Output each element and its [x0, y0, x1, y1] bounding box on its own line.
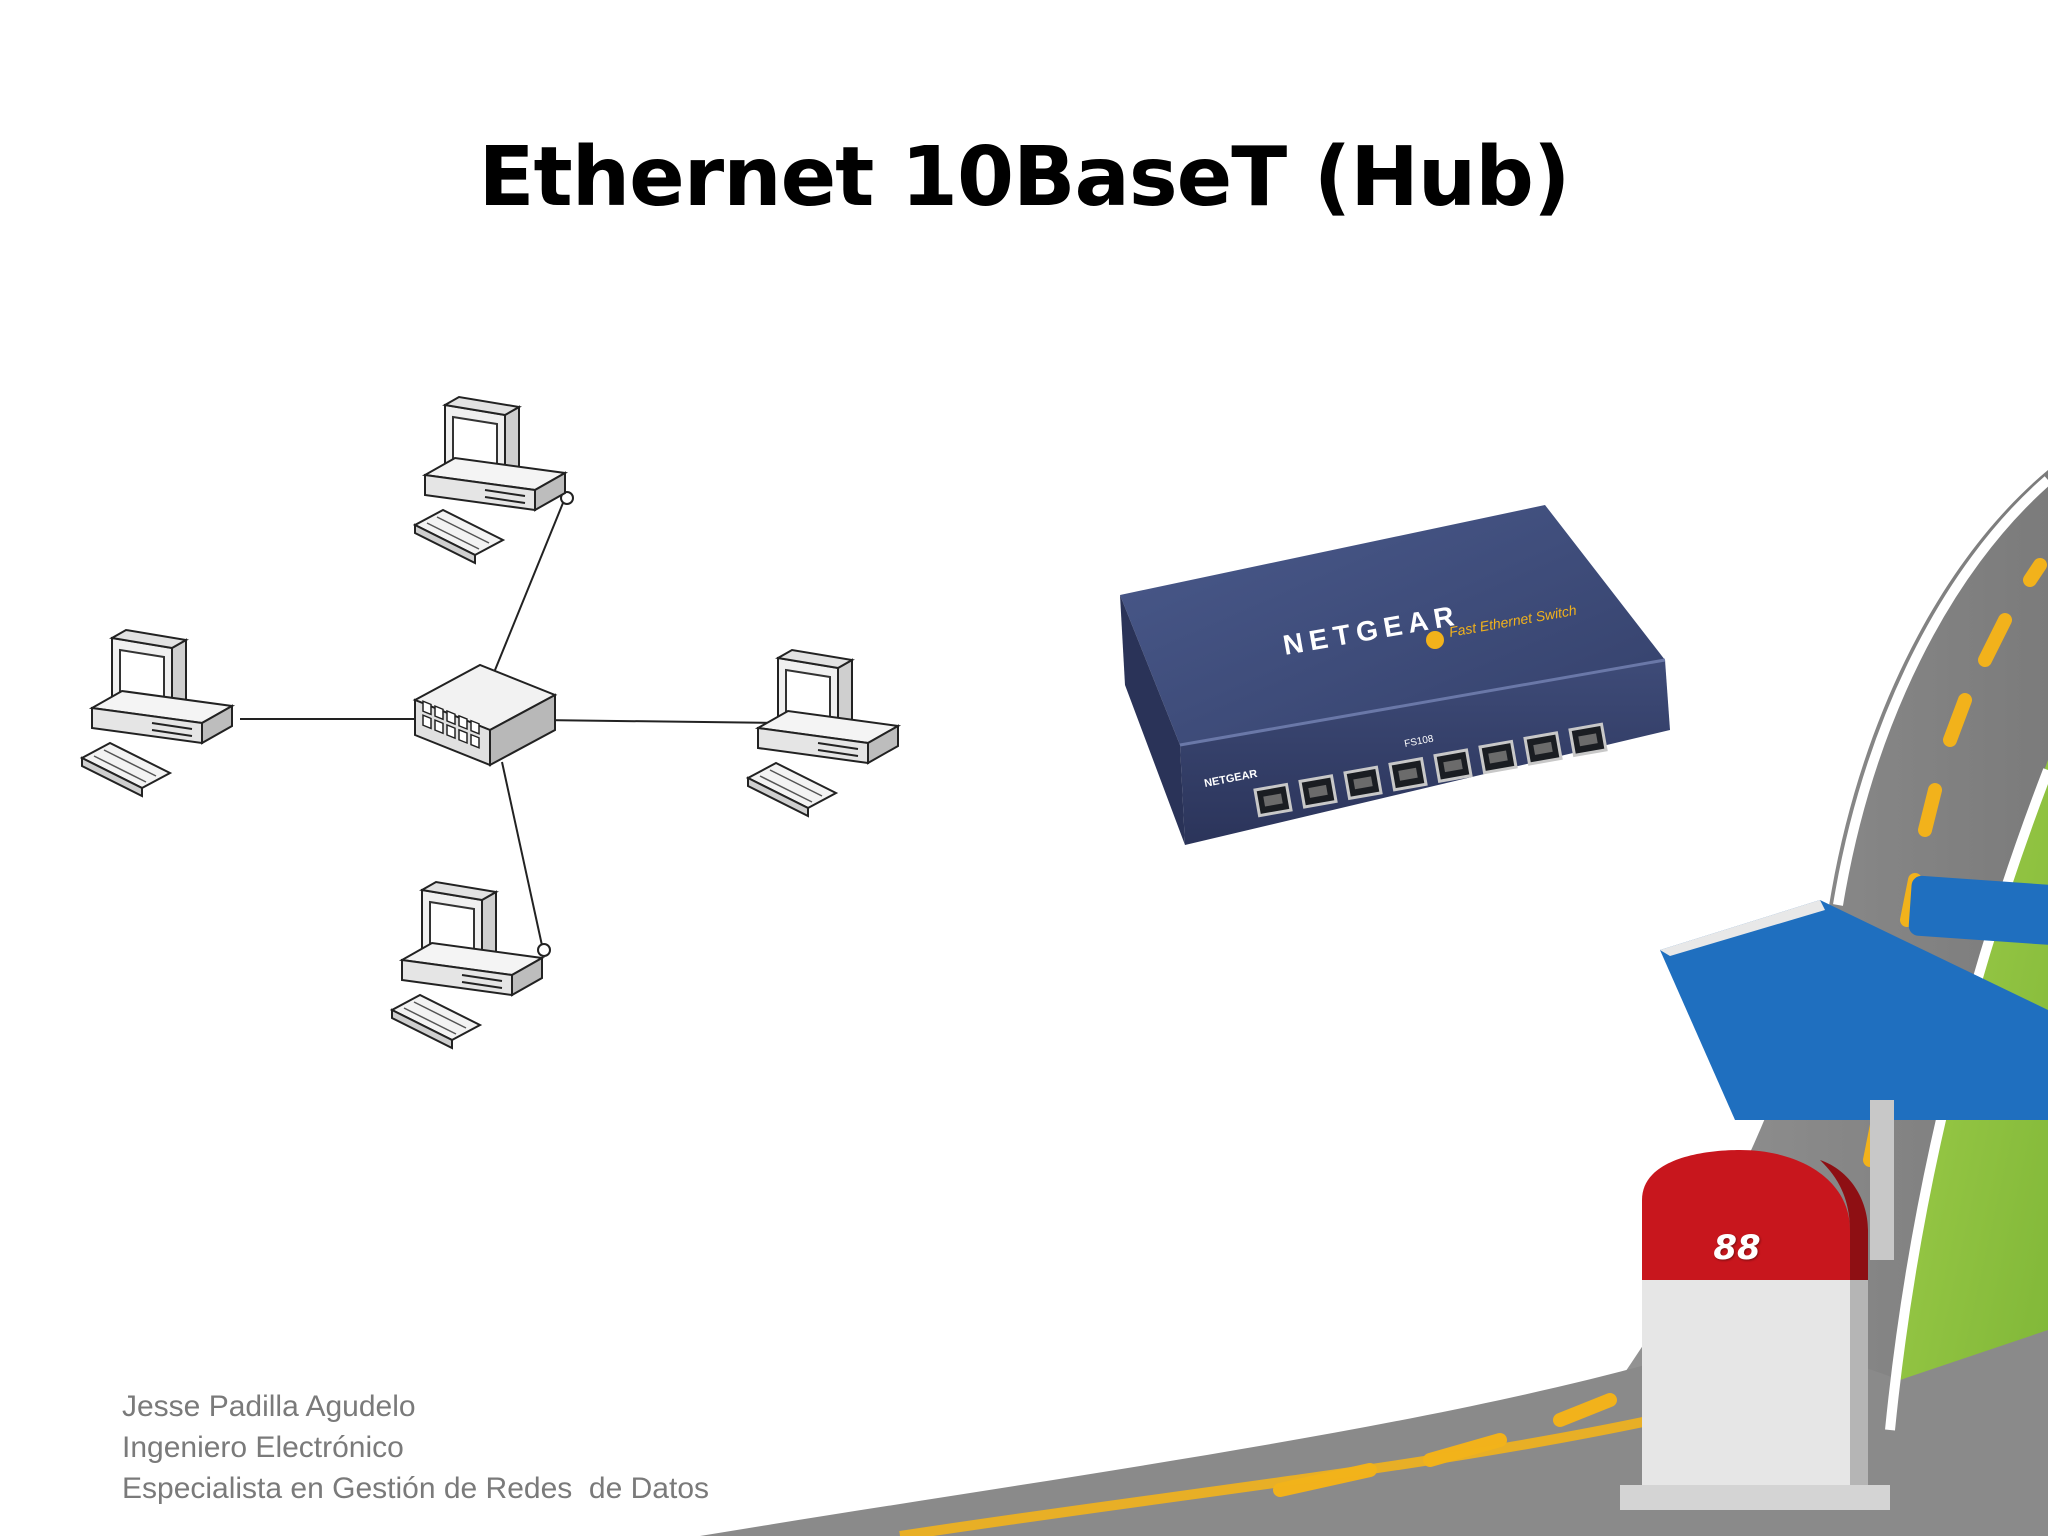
switch-port-contacts: [1398, 767, 1418, 781]
slide-title: Ethernet 10BaseT (Hub): [478, 130, 1571, 225]
switch-ports: [1253, 722, 1608, 818]
computer-icon: [81, 629, 233, 797]
computer-icon: [747, 649, 899, 817]
switch-port-contacts: [1308, 784, 1328, 798]
computer-icon: [414, 396, 566, 564]
hub-icon: [412, 663, 558, 767]
author-info: Jesse Padilla Agudelo Ingeniero Electrón…: [122, 1386, 709, 1509]
author-specialty: Especialista en Gestión de Redes de Dato…: [122, 1472, 710, 1505]
milestone-marker: [1620, 1150, 1890, 1510]
switch-port-contacts: [1578, 733, 1598, 747]
star-topology-diagram: [81, 396, 899, 1049]
switch-port-contacts: [1263, 793, 1283, 807]
switch-port-contacts: [1533, 741, 1553, 755]
link-top: [492, 497, 566, 676]
network-switch-photo: NETGEAR Fast Ethernet Switch NETGEAR FS1…: [1120, 505, 1670, 845]
page-number: 88: [1713, 1228, 1761, 1268]
road-sign: [1660, 875, 2048, 1260]
switch-port-contacts: [1353, 776, 1373, 790]
author-name: Jesse Padilla Agudelo: [122, 1390, 416, 1423]
author-title: Ingeniero Electrónico: [122, 1431, 404, 1464]
computer-icon: [391, 881, 543, 1049]
switch-port-contacts: [1443, 759, 1463, 773]
switch-port-contacts: [1488, 750, 1508, 764]
